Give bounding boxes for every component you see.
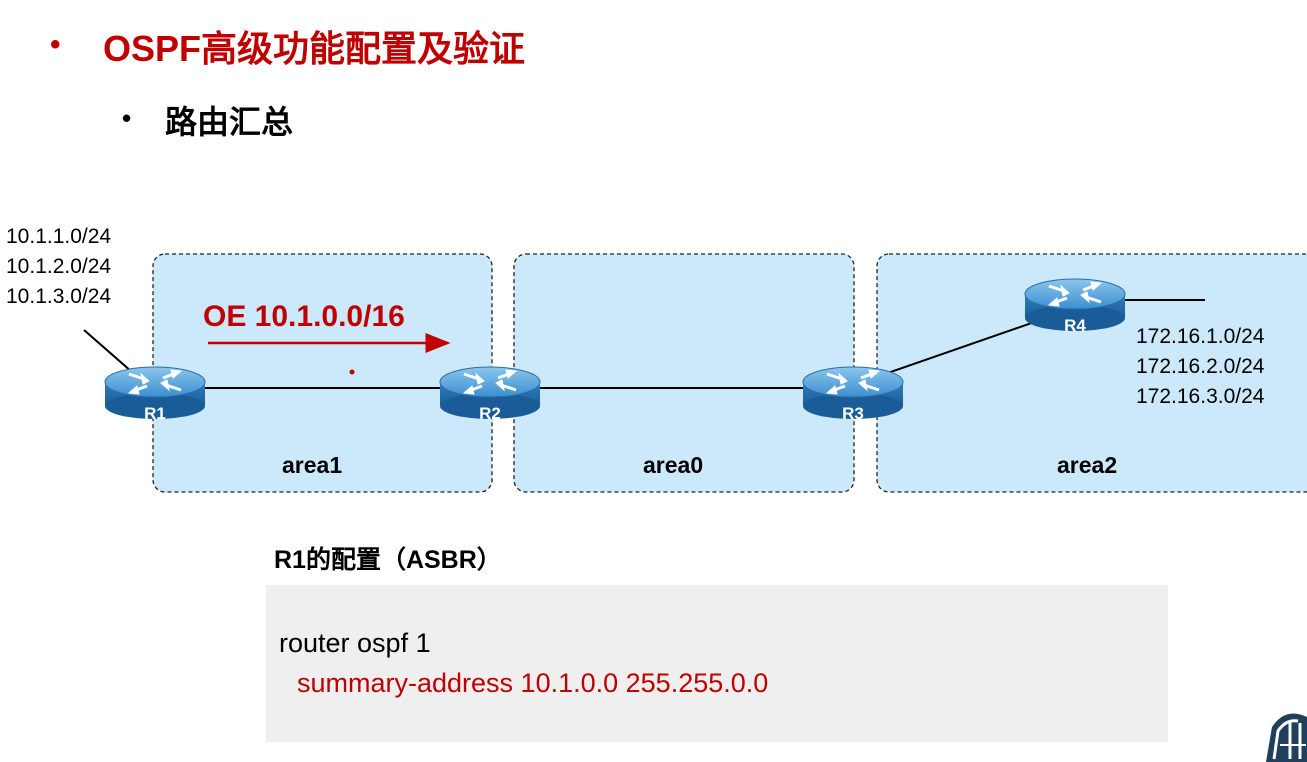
config-heading: R1的配置（ASBR）: [274, 546, 502, 574]
logo-icon: [1266, 713, 1307, 762]
page-title: OSPF高级功能配置及验证: [103, 28, 526, 69]
router-label-r2: R2: [479, 404, 501, 423]
page-subtitle: 路由汇总: [165, 104, 294, 140]
summary-route-label: OE 10.1.0.0/16: [203, 300, 405, 333]
area-label-area2: area2: [1057, 452, 1118, 478]
link-r1-external: [83, 329, 133, 373]
r1-network-3: 10.1.3.0/24: [6, 285, 112, 308]
area1-box: [152, 253, 493, 493]
config-line-router: router ospf 1: [279, 628, 431, 658]
r4-network-1: 172.16.1.0/24: [1136, 325, 1265, 348]
area-label-area0: area0: [643, 452, 704, 478]
config-line-summary: summary-address 10.1.0.0 255.255.0.0: [297, 668, 769, 698]
subtitle-bullet: •: [122, 103, 132, 133]
config-box: router ospf 1 summary-address 10.1.0.0 2…: [266, 585, 1168, 742]
router-label-r1: R1: [144, 404, 166, 423]
marker-dot: [349, 369, 355, 375]
title-bullet: •: [50, 28, 61, 61]
r1-network-2: 10.1.2.0/24: [6, 255, 112, 278]
router-label-r4: R4: [1064, 316, 1086, 335]
r1-network-1: 10.1.1.0/24: [6, 225, 112, 248]
area2-box: [876, 253, 1307, 493]
r4-network-3: 172.16.3.0/24: [1136, 385, 1265, 408]
router-label-r3: R3: [842, 404, 864, 423]
area-label-area1: area1: [282, 452, 343, 478]
r4-network-2: 172.16.2.0/24: [1136, 355, 1265, 378]
